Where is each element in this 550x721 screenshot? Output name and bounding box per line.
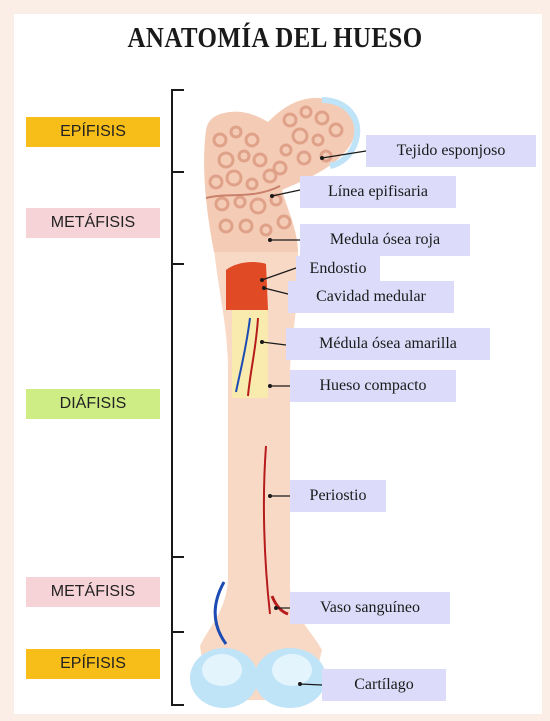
region-metaphysis-bottom: METÁFISIS: [26, 577, 160, 607]
medullary-cavity: [226, 262, 268, 310]
label-cartilago: Cartílago: [322, 669, 446, 701]
diagram-title: ANATOMÍA DEL HUESO: [39, 22, 512, 55]
label-tejido-esponjoso: Tejido esponjoso: [366, 135, 536, 167]
label-medula-osea-amarilla: Médula ósea amarilla: [286, 328, 490, 360]
region-diaphysis: DIÁFISIS: [26, 389, 160, 419]
label-linea-epifisaria: Línea epifisaria: [300, 176, 456, 208]
condyle-highlight: [202, 654, 242, 686]
region-epiphysis-top: EPÍFISIS: [26, 117, 160, 147]
region-metaphysis-top: METÁFISIS: [26, 208, 160, 238]
region-bracket: [172, 90, 184, 705]
label-medula-osea-roja: Medula ósea roja: [300, 224, 470, 256]
region-epiphysis-bottom: EPÍFISIS: [26, 649, 160, 679]
label-cavidad-medular: Cavidad medular: [288, 281, 454, 313]
label-endostio: Endostio: [296, 256, 380, 282]
condyle-highlight: [272, 654, 312, 686]
label-periostio: Periostio: [290, 480, 386, 512]
label-vaso-sanguineo: Vaso sanguíneo: [290, 592, 450, 624]
label-hueso-compacto: Hueso compacto: [290, 370, 456, 402]
